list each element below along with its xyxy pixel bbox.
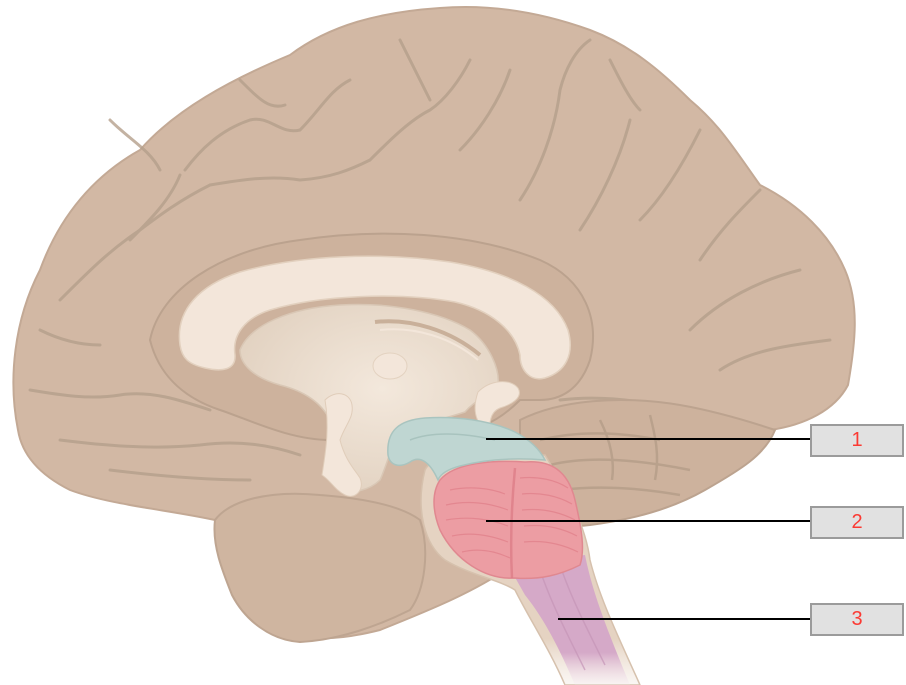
fornix-inner: [379, 328, 479, 361]
medulla-stripes: [539, 564, 606, 671]
interthalamic-adhesion: [372, 352, 408, 380]
fornix: [374, 319, 482, 357]
leader-line-1: [486, 438, 810, 440]
label-box-3[interactable]: 3: [810, 603, 904, 636]
midbrain: [387, 416, 547, 482]
label-number-1: 1: [851, 429, 863, 451]
midbrain-aqueduct: [409, 433, 496, 441]
label-number-3: 3: [851, 608, 863, 630]
cerebellar-folia: [539, 414, 691, 497]
temporal-lobe: [213, 492, 427, 644]
optic-chiasm: [321, 393, 362, 497]
leader-line-2: [486, 520, 810, 522]
label-number-2: 2: [851, 511, 863, 533]
label-box-1[interactable]: 1: [810, 424, 904, 457]
pons: [433, 460, 584, 580]
label-box-2[interactable]: 2: [810, 506, 904, 539]
leader-line-3: [558, 618, 810, 620]
corpus-callosum: [178, 255, 571, 380]
